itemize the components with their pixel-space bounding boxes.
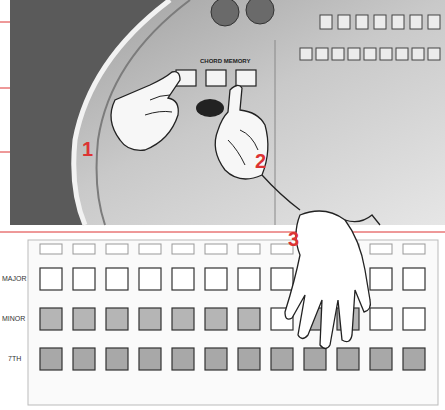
callout-number: 1 bbox=[82, 138, 93, 161]
chord-button bbox=[271, 268, 293, 290]
chord-button bbox=[403, 348, 425, 370]
row-label: MAJOR bbox=[2, 275, 27, 282]
column-header bbox=[139, 244, 161, 254]
chord-button bbox=[205, 348, 227, 370]
hand-outline bbox=[111, 72, 180, 151]
chord-button bbox=[370, 308, 392, 330]
column-header bbox=[370, 244, 392, 254]
knob bbox=[211, 0, 239, 26]
chord-button bbox=[370, 348, 392, 370]
chord-button bbox=[40, 348, 62, 370]
panel-label: CHORD MEMORY bbox=[200, 58, 250, 64]
hand-outline bbox=[215, 85, 268, 179]
row-label: MINOR bbox=[2, 315, 25, 322]
top-keys bbox=[300, 15, 440, 60]
wrist-line bbox=[345, 215, 380, 225]
column-header bbox=[238, 244, 260, 254]
chord-button bbox=[139, 268, 161, 290]
knob bbox=[246, 0, 274, 24]
column-header bbox=[40, 244, 62, 254]
chord-button bbox=[73, 268, 95, 290]
column-header bbox=[172, 244, 194, 254]
chord-button bbox=[172, 308, 194, 330]
hand-outline bbox=[285, 211, 370, 349]
row-label: 7TH bbox=[8, 355, 21, 362]
chord-panel bbox=[28, 240, 438, 405]
chord-button bbox=[106, 348, 128, 370]
chord-button bbox=[205, 308, 227, 330]
pedal-button bbox=[196, 99, 224, 117]
hand-lines bbox=[145, 95, 172, 115]
chord-button bbox=[40, 268, 62, 290]
photo-panel bbox=[10, 0, 445, 225]
instrument-rim-inner bbox=[97, 0, 190, 225]
chord-button bbox=[139, 348, 161, 370]
chord-button bbox=[205, 268, 227, 290]
memory-buttons bbox=[176, 70, 256, 86]
column-header bbox=[403, 244, 425, 254]
chord-button bbox=[370, 268, 392, 290]
chord-button bbox=[172, 348, 194, 370]
chord-button bbox=[172, 268, 194, 290]
chord-button bbox=[238, 308, 260, 330]
hand-lines bbox=[228, 130, 258, 165]
callout-number: 2 bbox=[255, 150, 266, 173]
chord-button bbox=[271, 348, 293, 370]
chord-button bbox=[403, 308, 425, 330]
margin-marks bbox=[0, 22, 445, 232]
chord-button bbox=[139, 308, 161, 330]
chord-button bbox=[73, 308, 95, 330]
column-header bbox=[106, 244, 128, 254]
chord-button bbox=[403, 268, 425, 290]
callout-number: 3 bbox=[288, 228, 299, 251]
chord-button bbox=[238, 268, 260, 290]
chord-button bbox=[238, 348, 260, 370]
arm-line bbox=[262, 175, 300, 210]
chord-button bbox=[73, 348, 95, 370]
chord-button bbox=[304, 348, 326, 370]
chord-button bbox=[40, 308, 62, 330]
column-header bbox=[73, 244, 95, 254]
chord-button bbox=[106, 308, 128, 330]
column-header bbox=[205, 244, 227, 254]
chord-button bbox=[337, 348, 359, 370]
panel-divider bbox=[275, 40, 276, 225]
chord-button bbox=[106, 268, 128, 290]
